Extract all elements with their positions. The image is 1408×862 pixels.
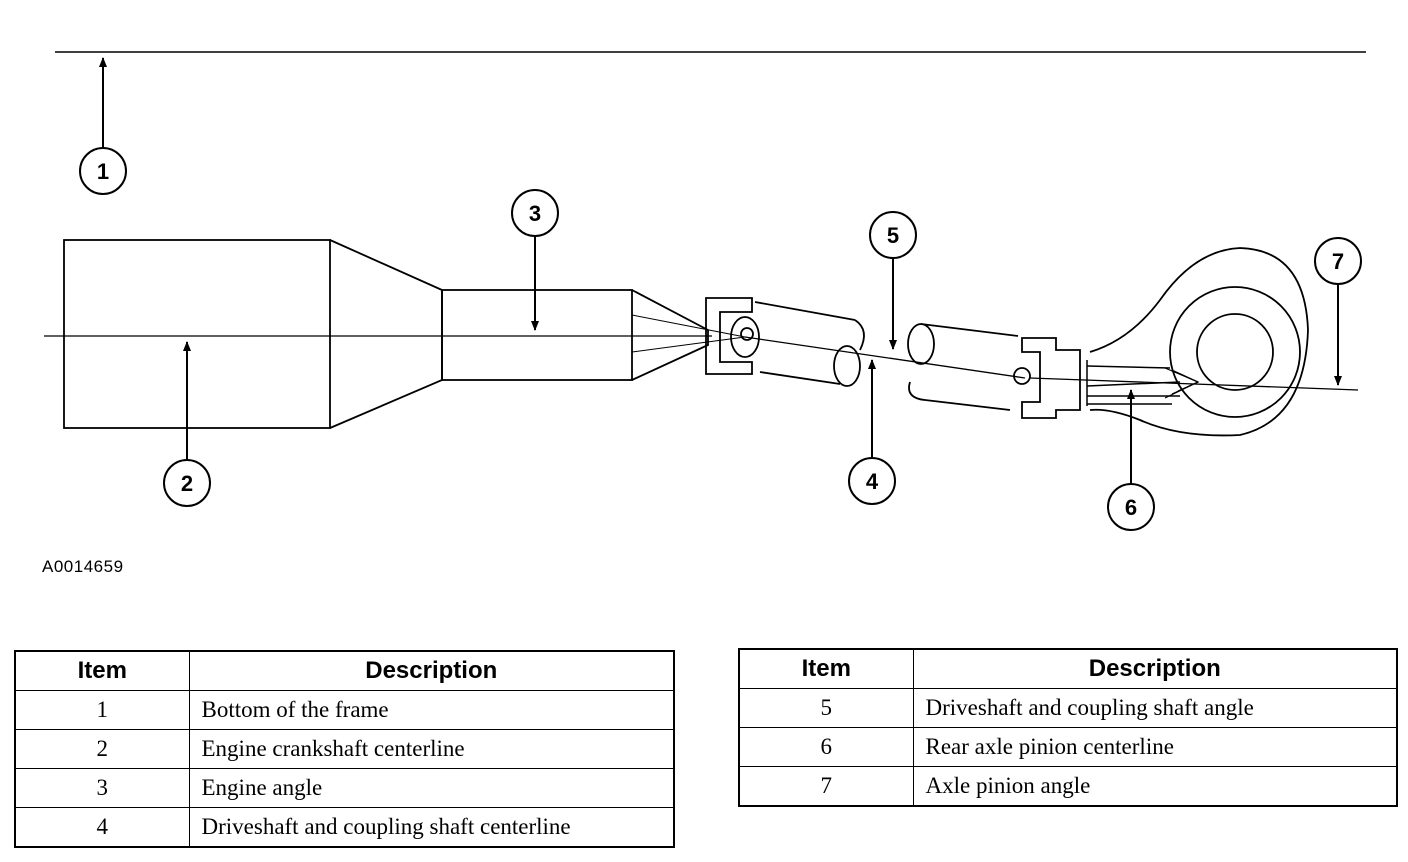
callout-6-label: 6: [1125, 495, 1137, 520]
axle-housing: [1089, 247, 1309, 437]
engine-block: [63, 239, 443, 429]
front-driveshaft: [754, 301, 865, 387]
item-column-header: Item: [738, 648, 914, 689]
item-description: Driveshaft and coupling shaft angle: [912, 688, 1398, 728]
driveshaft-centerline: [744, 336, 1026, 379]
figure-id: A0014659: [42, 557, 124, 576]
table-row: 3 Engine angle: [14, 768, 675, 808]
description-column-header: Description: [188, 650, 675, 691]
callout-3: 3: [511, 189, 559, 237]
description-column-header: Description: [912, 648, 1398, 689]
rear-driveshaft: [907, 323, 1019, 411]
callout-3-label: 3: [529, 201, 541, 226]
callout-4: 4: [848, 457, 896, 505]
callout-5-label: 5: [887, 223, 899, 248]
item-number: 6: [738, 727, 914, 767]
engine-angle-lines: [631, 314, 746, 353]
table-row: 4 Driveshaft and coupling shaft centerli…: [14, 807, 675, 848]
rear-u-joint: [1013, 337, 1081, 419]
transmission: [441, 289, 709, 381]
legend-table-left: Item Description 1 Bottom of the frame 2…: [14, 650, 675, 848]
item-description: Bottom of the frame: [188, 690, 675, 730]
callout-1: 1: [79, 147, 127, 195]
callout-4-label: 4: [866, 469, 879, 494]
item-description: Driveshaft and coupling shaft centerline: [188, 807, 675, 848]
legend-header-row: Item Description: [738, 648, 1398, 689]
item-description: Engine crankshaft centerline: [188, 729, 675, 769]
front-u-joint: [705, 297, 760, 375]
item-description: Rear axle pinion centerline: [912, 727, 1398, 767]
callout-2: 2: [163, 459, 211, 507]
legend-table-right: Item Description 5 Driveshaft and coupli…: [738, 648, 1398, 807]
item-description: Engine angle: [188, 768, 675, 808]
driveline-angle-diagram: 1 2 3 4 5 6 7: [44, 51, 1366, 531]
item-number: 5: [738, 688, 914, 728]
item-number: 4: [14, 807, 190, 848]
callout-2-label: 2: [181, 471, 193, 496]
table-row: 2 Engine crankshaft centerline: [14, 729, 675, 769]
pinion-centerline: [1029, 377, 1359, 391]
callout-5: 5: [869, 211, 917, 259]
callout-7: 7: [1314, 237, 1362, 285]
callout-1-label: 1: [97, 159, 109, 184]
table-row: 5 Driveshaft and coupling shaft angle: [738, 688, 1398, 728]
callout-arrows: [99, 57, 1342, 484]
table-row: 1 Bottom of the frame: [14, 690, 675, 730]
table-row: 6 Rear axle pinion centerline: [738, 727, 1398, 767]
item-number: 3: [14, 768, 190, 808]
callout-7-label: 7: [1332, 249, 1344, 274]
item-number: 1: [14, 690, 190, 730]
legend-header-row: Item Description: [14, 650, 675, 691]
item-number: 7: [738, 766, 914, 807]
item-description: Axle pinion angle: [912, 766, 1398, 807]
table-row: 7 Axle pinion angle: [738, 766, 1398, 807]
item-column-header: Item: [14, 650, 190, 691]
item-number: 2: [14, 729, 190, 769]
callout-6: 6: [1107, 483, 1155, 531]
